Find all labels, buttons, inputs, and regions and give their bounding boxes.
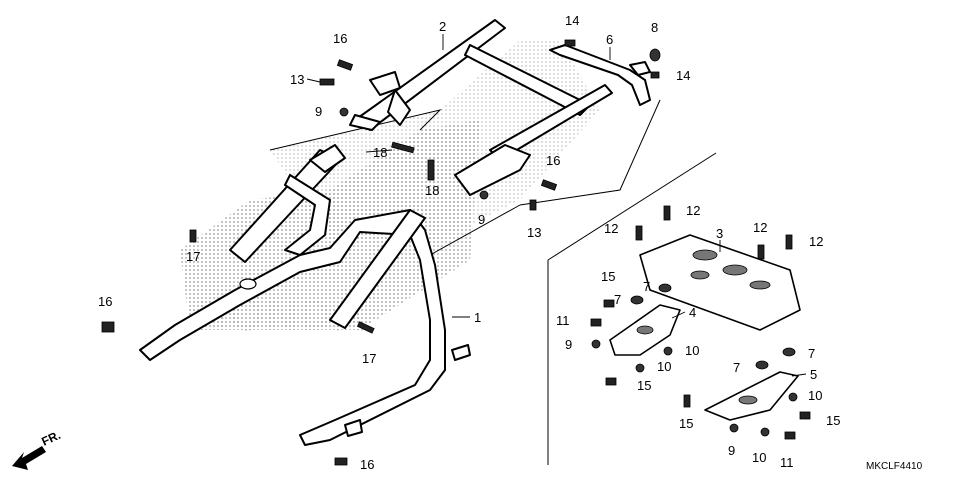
- left-bracket: [609, 304, 681, 356]
- callout-3: 3: [716, 226, 723, 241]
- callout-15b: 15: [637, 378, 651, 393]
- callout-12a: 12: [604, 221, 618, 236]
- callout-8: 8: [651, 20, 658, 35]
- callout-7b: 7: [643, 279, 650, 294]
- callout-6: 6: [606, 32, 613, 47]
- callout-12b: 12: [686, 203, 700, 218]
- leader-lines: [306, 34, 807, 377]
- callout-11a: 11: [556, 313, 570, 328]
- callout-12d: 12: [809, 234, 823, 249]
- callout-13a: 13: [290, 72, 304, 87]
- callout-15c: 15: [679, 416, 693, 431]
- callout-17b: 17: [362, 351, 376, 366]
- callout-9c: 9: [565, 337, 572, 352]
- watermark-shading: [180, 40, 600, 330]
- callout-16c: 16: [98, 294, 112, 309]
- callout-2: 2: [439, 19, 446, 34]
- callout-5: 5: [810, 367, 817, 382]
- callout-9a: 9: [315, 104, 322, 119]
- callout-18b: 18: [425, 183, 439, 198]
- callout-9b: 9: [478, 212, 485, 227]
- callout-1: 1: [474, 310, 481, 325]
- callout-14a: 14: [565, 13, 579, 28]
- callout-10c: 10: [808, 388, 822, 403]
- callout-16a: 16: [333, 31, 347, 46]
- callout-16b: 16: [546, 153, 560, 168]
- carrier-plate: [639, 234, 801, 331]
- callout-12c: 12: [753, 220, 767, 235]
- callout-10d: 10: [752, 450, 766, 465]
- rear-frame-pipe: [139, 144, 471, 446]
- front-direction-label: FR.: [39, 428, 62, 449]
- callout-15d: 15: [826, 413, 840, 428]
- callout-7c: 7: [733, 360, 740, 375]
- right-bracket: [704, 371, 799, 421]
- callout-15a: 15: [601, 269, 615, 284]
- callout-labels: 1 2 3 4 5 6 7 7 7 7 8 9 9 9 9 10 10 10 1…: [98, 13, 840, 472]
- callout-7d: 7: [808, 346, 815, 361]
- callout-17a: 17: [186, 249, 200, 264]
- callout-10b: 10: [657, 359, 671, 374]
- callout-4: 4: [689, 305, 696, 320]
- grab-rail: [549, 44, 651, 106]
- callout-14b: 14: [676, 68, 690, 83]
- callout-18a: 18: [373, 145, 387, 160]
- callout-9d: 9: [728, 443, 735, 458]
- callout-10a: 10: [685, 343, 699, 358]
- callout-11b: 11: [780, 455, 794, 470]
- callout-7a: 7: [614, 292, 621, 307]
- assembly-guide-lines: [269, 99, 717, 465]
- callout-13b: 13: [527, 225, 541, 240]
- front-direction-arrow-icon: [12, 446, 46, 470]
- callout-16d: 16: [360, 457, 374, 472]
- fasteners: [101, 39, 811, 466]
- upper-sub-frame: [349, 19, 613, 196]
- figure-code: MKCLF4410: [866, 461, 923, 472]
